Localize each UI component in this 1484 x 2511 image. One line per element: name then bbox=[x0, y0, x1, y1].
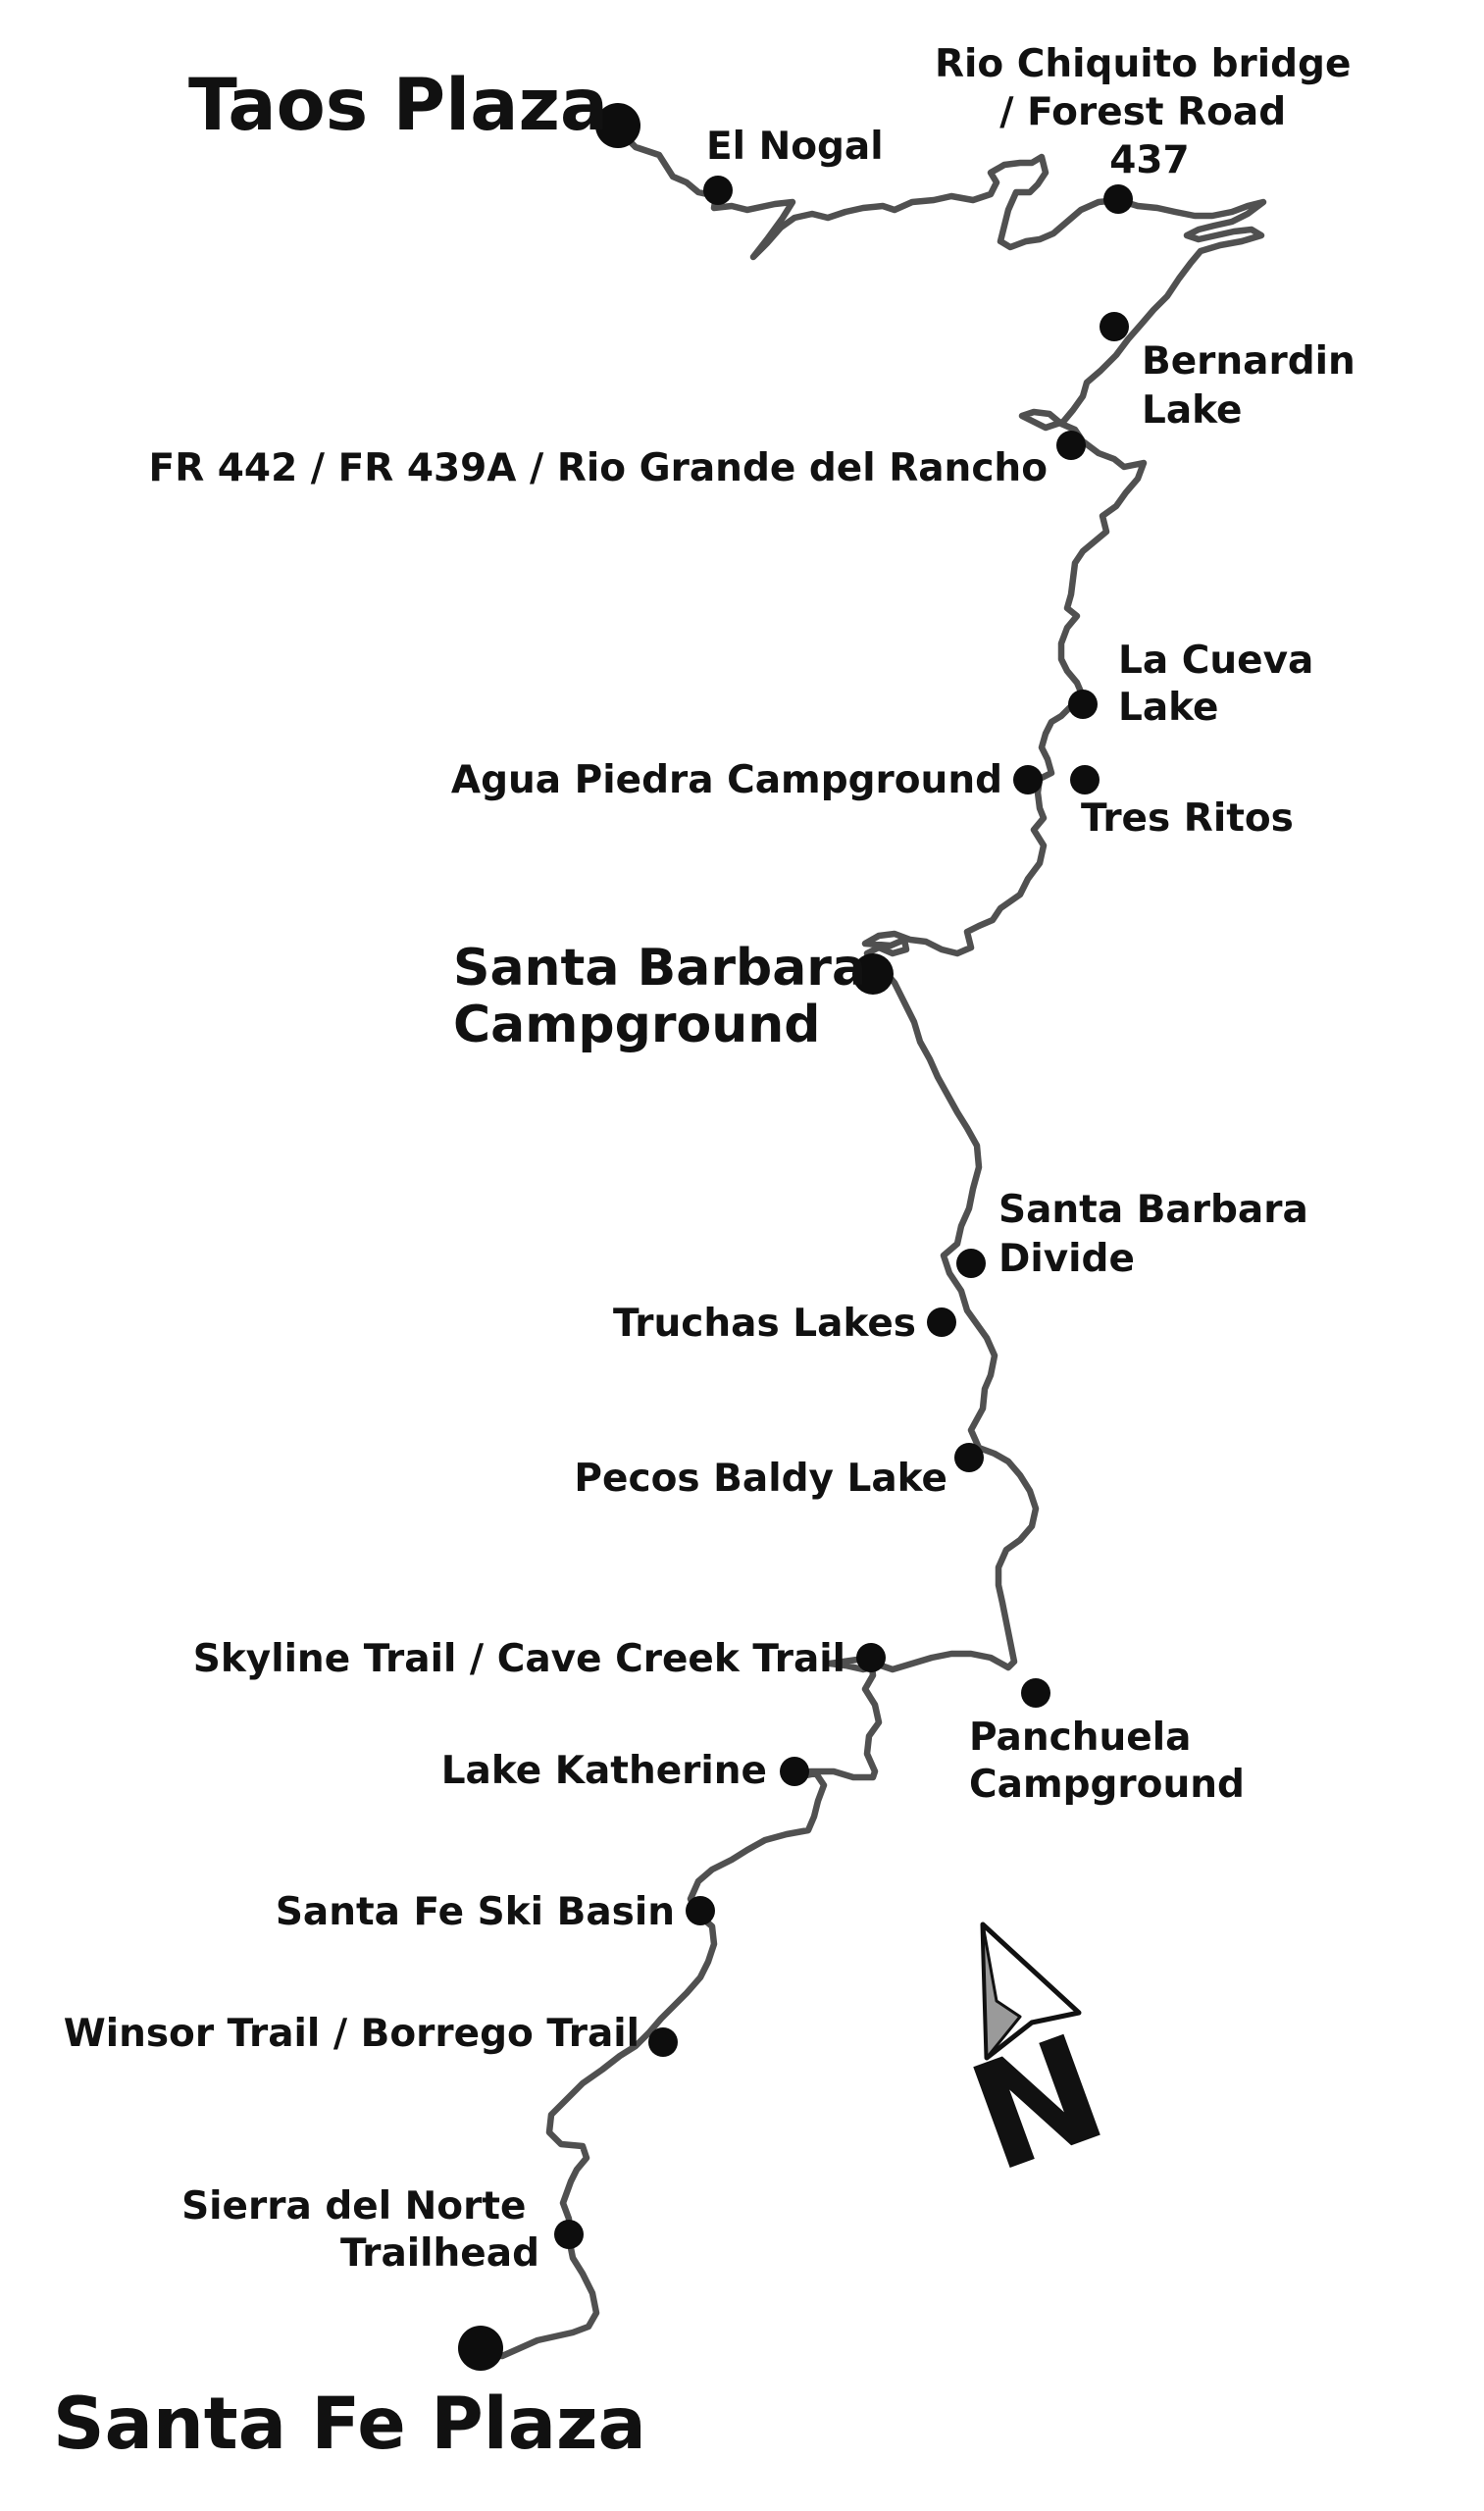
label-bernardin-lake-line-1: Bernardin bbox=[1142, 339, 1356, 384]
label-la-cueva-lake-line-1: La Cueva bbox=[1118, 639, 1313, 683]
label-rio-chiquito-line-3: 437 bbox=[1109, 138, 1189, 182]
north-arrow-icon: N bbox=[951, 1922, 1125, 2206]
label-sierra-del-norte-line-1: Sierra del Norte bbox=[181, 2184, 526, 2229]
marker-tres-ritos[interactable] bbox=[1070, 765, 1100, 794]
label-bernardin-lake: Bernardin Lake bbox=[1142, 339, 1368, 433]
label-pecos-baldy-lake: Pecos Baldy Lake bbox=[574, 1457, 947, 1501]
marker-taos-plaza[interactable] bbox=[595, 103, 640, 148]
marker-winsor-trail[interactable] bbox=[648, 2027, 678, 2057]
marker-rio-chiquito[interactable] bbox=[1103, 184, 1133, 214]
label-santa-barbara-campground-line-1: Santa Barbara bbox=[453, 939, 866, 998]
label-lake-katherine: Lake Katherine bbox=[441, 1749, 767, 1793]
label-la-cueva-lake: La Cueva Lake bbox=[1118, 639, 1327, 730]
marker-skyline-trail[interactable] bbox=[856, 1643, 886, 1672]
marker-santa-barbara-campground[interactable] bbox=[852, 953, 894, 995]
label-panchuela-line-1: Panchuela bbox=[969, 1716, 1191, 1760]
marker-agua-piedra[interactable] bbox=[1013, 765, 1043, 794]
label-santa-barbara-campground-line-2: Campground bbox=[453, 996, 821, 1054]
marker-pecos-baldy-lake[interactable] bbox=[954, 1443, 984, 1472]
label-fr442: FR 442 / FR 439A / Rio Grande del Rancho bbox=[149, 446, 1048, 490]
marker-santa-fe-plaza[interactable] bbox=[458, 2326, 503, 2371]
marker-lake-katherine[interactable] bbox=[780, 1757, 809, 1786]
marker-bernardin-lake[interactable] bbox=[1100, 312, 1129, 341]
label-bernardin-lake-line-2: Lake bbox=[1142, 388, 1243, 433]
label-agua-piedra: Agua Piedra Campground bbox=[451, 758, 1002, 802]
marker-santa-barbara-divide[interactable] bbox=[956, 1249, 986, 1278]
label-panchuela-line-2: Campground bbox=[969, 1763, 1245, 1807]
label-truchas-lakes: Truchas Lakes bbox=[613, 1302, 916, 1346]
label-rio-chiquito-line-2: / Forest Road bbox=[999, 90, 1286, 134]
marker-sierra-del-norte[interactable] bbox=[554, 2220, 584, 2249]
label-panchuela: Panchuela Campground bbox=[969, 1716, 1245, 1807]
label-santa-barbara-divide-line-1: Santa Barbara bbox=[998, 1188, 1308, 1232]
label-santa-fe-plaza: Santa Fe Plaza bbox=[53, 2383, 646, 2466]
label-santa-barbara-campground: Santa Barbara Campground bbox=[453, 939, 884, 1054]
label-tres-ritos: Tres Ritos bbox=[1081, 796, 1294, 841]
label-skyline-trail: Skyline Trail / Cave Creek Trail bbox=[193, 1637, 845, 1681]
label-la-cueva-lake-line-2: Lake bbox=[1118, 686, 1219, 730]
label-rio-chiquito: Rio Chiquito bridge / Forest Road 437 bbox=[935, 42, 1364, 182]
label-winsor-trail: Winsor Trail / Borrego Trail bbox=[64, 2012, 640, 2056]
label-santa-fe-ski-basin: Santa Fe Ski Basin bbox=[276, 1890, 675, 1934]
marker-fr442[interactable] bbox=[1056, 431, 1086, 460]
marker-el-nogal[interactable] bbox=[703, 176, 733, 205]
label-sierra-del-norte: Sierra del Norte Trailhead bbox=[181, 2184, 539, 2276]
marker-la-cueva-lake[interactable] bbox=[1068, 690, 1098, 719]
trail-route bbox=[463, 124, 1267, 2362]
label-el-nogal: El Nogal bbox=[706, 125, 884, 169]
label-santa-barbara-divide: Santa Barbara Divide bbox=[998, 1188, 1321, 1281]
label-sierra-del-norte-line-2: Trailhead bbox=[340, 2231, 539, 2276]
label-santa-barbara-divide-line-2: Divide bbox=[998, 1237, 1135, 1281]
label-rio-chiquito-line-1: Rio Chiquito bridge bbox=[935, 42, 1351, 86]
marker-truchas-lakes[interactable] bbox=[927, 1307, 956, 1337]
marker-panchuela[interactable] bbox=[1021, 1678, 1050, 1708]
north-letter: N bbox=[951, 2003, 1125, 2205]
marker-santa-fe-ski-basin[interactable] bbox=[686, 1896, 715, 1925]
label-taos-plaza: Taos Plaza bbox=[188, 64, 608, 147]
